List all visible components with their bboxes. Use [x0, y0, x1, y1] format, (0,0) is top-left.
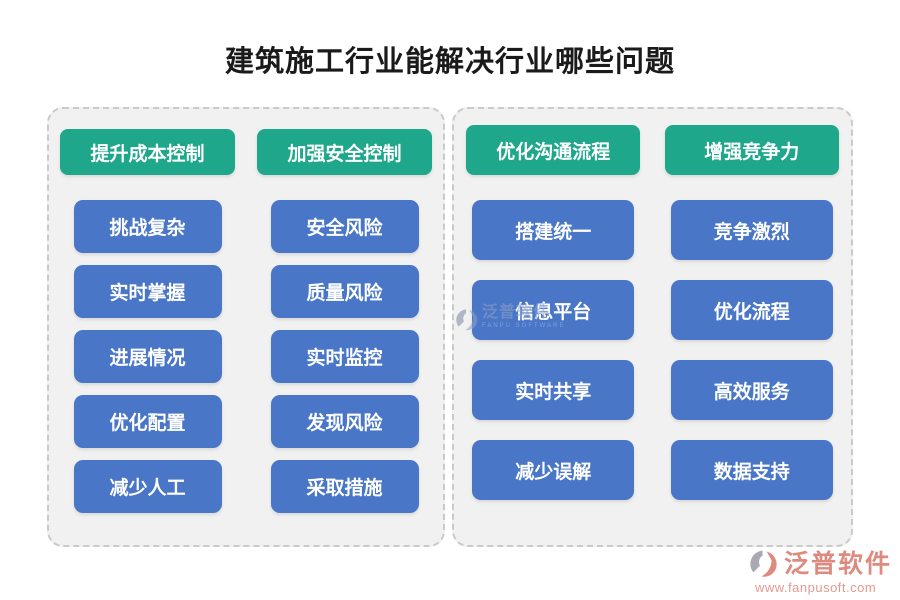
diagram-node: 优化流程 [670, 280, 833, 340]
column-competitiveness: 增强竞争力 竞争激烈 优化流程 高效服务 数据支持 [653, 109, 852, 545]
column-safety-control: 加强安全控制 安全风险 质量风险 实时监控 发现风险 采取措施 [246, 109, 443, 545]
diagram-node: 高效服务 [670, 360, 833, 420]
diagram-node: 减少误解 [472, 440, 635, 500]
diagram-node: 安全风险 [270, 200, 419, 253]
fanpu-logo-icon [750, 550, 777, 577]
diagram-node: 采取措施 [270, 460, 419, 513]
diagram-node: 实时监控 [270, 330, 419, 383]
brand-row: 泛普软件 [749, 549, 892, 579]
diagram-node: 挑战复杂 [73, 200, 222, 253]
diagram-node: 信息平台 [472, 280, 635, 340]
brand-name: 泛普软件 [783, 550, 892, 578]
diagram-node: 优化配置 [73, 395, 222, 448]
diagram-node: 数据支持 [670, 440, 833, 500]
column-communication: 优化沟通流程 搭建统一 信息平台 实时共享 减少误解 [454, 109, 653, 545]
column-header-cost-control: 提升成本控制 [60, 129, 235, 175]
panel-communication-competitiveness: 优化沟通流程 搭建统一 信息平台 实时共享 减少误解 增强竞争力 竞争激烈 优化… [452, 107, 853, 547]
brand-url: www.fanpusoft.com [754, 580, 877, 595]
diagram-node: 实时共享 [472, 360, 635, 420]
panel-cost-safety: 提升成本控制 挑战复杂 实时掌握 进展情况 优化配置 减少人工 加强安全控制 安… [47, 107, 445, 547]
column-header-communication: 优化沟通流程 [466, 125, 641, 175]
column-header-safety-control: 加强安全控制 [257, 129, 432, 175]
diagram-node: 竞争激烈 [670, 200, 833, 260]
column-header-competitiveness: 增强竞争力 [664, 125, 839, 175]
diagram-node: 实时掌握 [73, 265, 222, 318]
diagram-node: 发现风险 [270, 395, 419, 448]
diagram-node: 搭建统一 [472, 200, 635, 260]
page-title: 建筑施工行业能解决行业哪些问题 [224, 46, 675, 78]
diagram-node: 质量风险 [270, 265, 419, 318]
diagram-node: 进展情况 [73, 330, 222, 383]
column-cost-control: 提升成本控制 挑战复杂 实时掌握 进展情况 优化配置 减少人工 [49, 109, 246, 545]
brand-footer: 泛普软件 www.fanpusoft.com [749, 549, 892, 595]
diagram-node: 减少人工 [73, 460, 222, 513]
